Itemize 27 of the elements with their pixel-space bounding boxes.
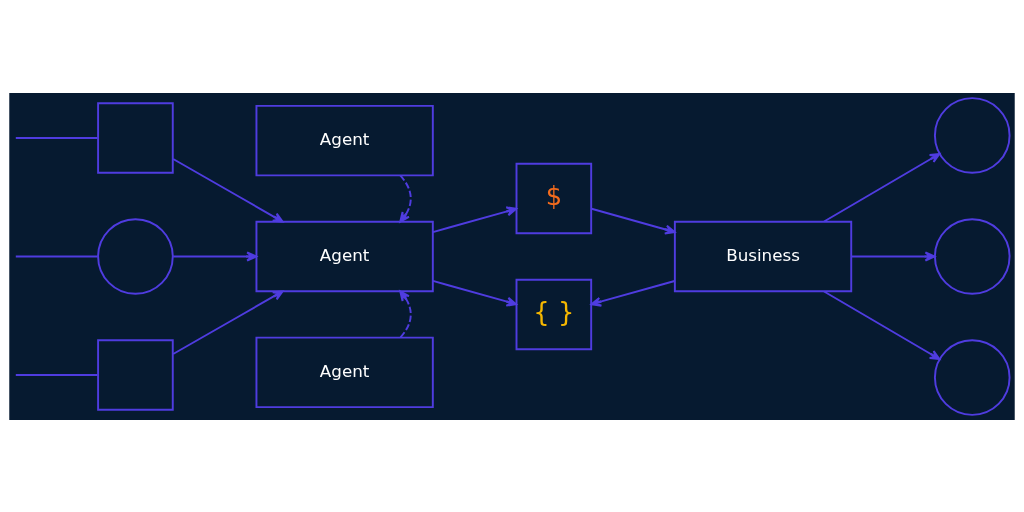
arrow: [399, 289, 412, 338]
connector: [14, 373, 99, 376]
arrow: [172, 289, 284, 355]
node-box: { }: [515, 278, 593, 350]
arrow: [432, 279, 518, 307]
node-circle: [933, 96, 1011, 174]
arrow: [823, 152, 941, 222]
connector: [14, 255, 99, 257]
node-circle: [97, 217, 174, 295]
arrow: [172, 250, 258, 262]
node-box: $: [515, 162, 593, 234]
arrow: [590, 207, 676, 234]
arrow: [850, 250, 936, 262]
arrow: [590, 279, 676, 307]
node-box: Agent: [255, 336, 434, 408]
node-box: Agent: [255, 104, 434, 176]
node-box: [97, 338, 174, 411]
arrow: [823, 290, 941, 360]
arrow: [399, 174, 412, 223]
connector: [14, 136, 99, 139]
node-circle: [933, 338, 1011, 416]
node-circle: [933, 217, 1011, 295]
node-box: [97, 101, 174, 174]
node-box: Agent: [255, 220, 434, 292]
arrow: [432, 205, 518, 233]
node-box: Business: [673, 220, 853, 292]
arrow: [172, 157, 284, 223]
